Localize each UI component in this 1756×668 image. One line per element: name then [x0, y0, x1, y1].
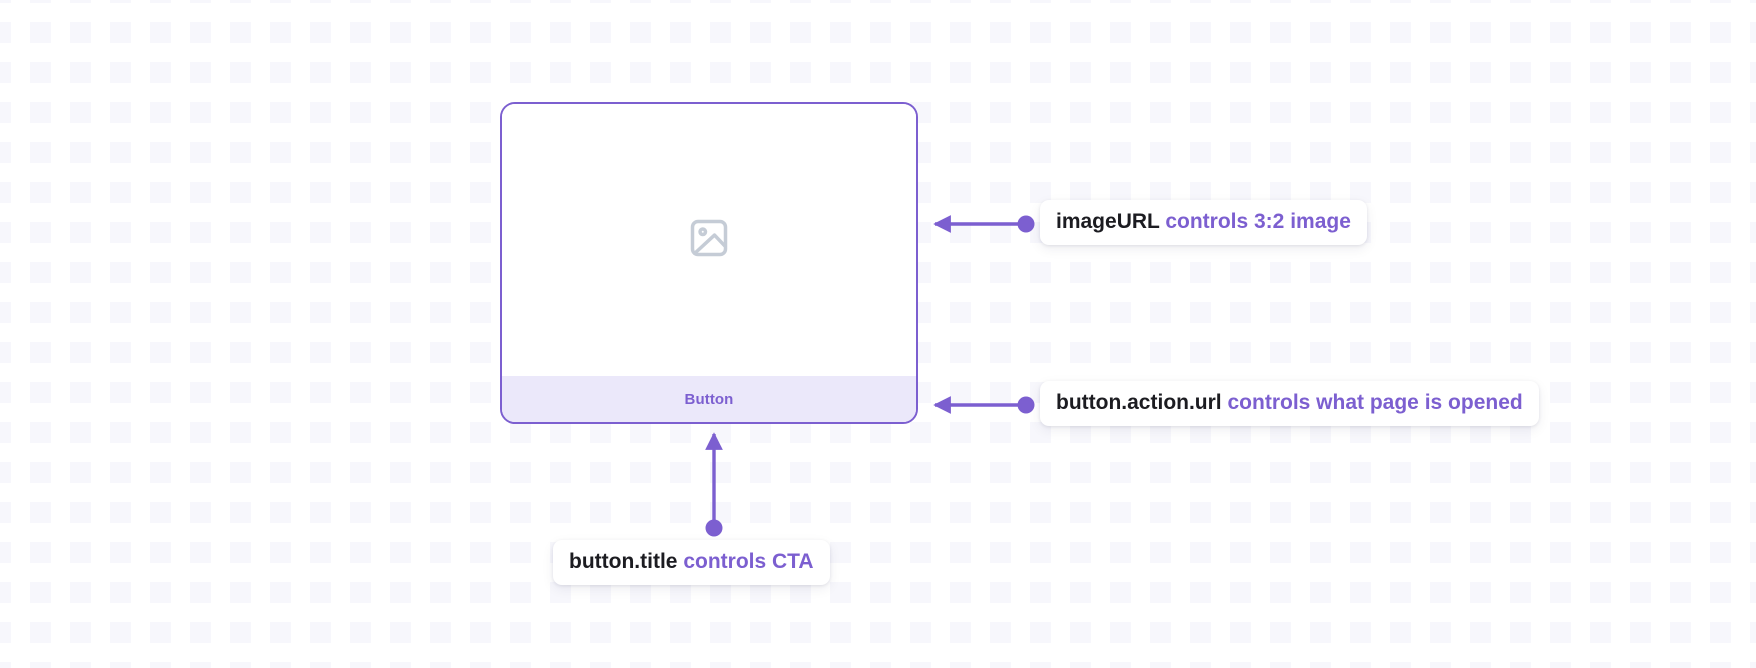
card-cta-button-label: Button [684, 390, 734, 408]
annotation-button-title-description: controls CTA [683, 550, 814, 573]
connector-imageurl [933, 215, 1035, 233]
annotation-imageurl: imageURL controls 3:2 image [1040, 200, 1367, 246]
connector-button-title [705, 432, 723, 537]
card-footer-cta-bar[interactable]: Button [502, 376, 916, 422]
annotation-button-title-key: button.title [569, 550, 678, 573]
annotation-button-title: button.title controls CTA [553, 540, 830, 586]
image-placeholder-icon [687, 216, 731, 265]
annotation-button-action-url: button.action.url controls what page is … [1040, 381, 1539, 427]
annotation-imageurl-description: controls 3:2 image [1165, 210, 1351, 233]
card-media-area[interactable] [502, 104, 916, 376]
annotation-button-action-url-description: controls what page is opened [1227, 391, 1523, 414]
annotation-imageurl-key: imageURL [1056, 210, 1160, 233]
connector-button-action-url [933, 396, 1035, 414]
annotation-button-action-url-key: button.action.url [1056, 391, 1222, 414]
image-card-preview[interactable]: Button [500, 102, 918, 424]
